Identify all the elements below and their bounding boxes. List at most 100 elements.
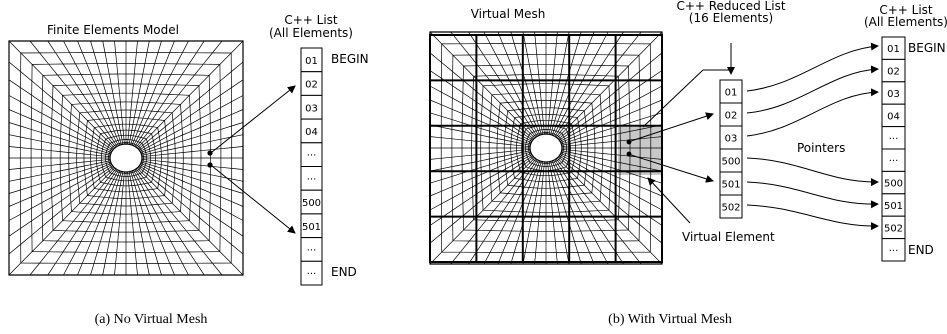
mesh-spoke [551, 31, 595, 136]
mesh-spoke [510, 161, 542, 265]
panel-a: Finite Elements Model C++ List (All Elem… [8, 13, 369, 327]
mesh-spoke [554, 159, 624, 265]
mesh-spoke [141, 159, 244, 170]
mesh-spoke [555, 158, 642, 265]
fe-mesh-a [8, 40, 244, 276]
mesh-spoke [429, 154, 533, 211]
mesh-spoke [141, 160, 244, 182]
mesh-spoke [139, 165, 244, 237]
list-a-end-label: END [331, 265, 357, 279]
mesh-spoke [560, 153, 663, 197]
virtual-mesh-border [429, 34, 663, 263]
mesh-spoke [134, 40, 205, 147]
list-b-cell-label: 02 [887, 67, 900, 78]
mesh-spoke [137, 167, 244, 276]
mesh-spoke [133, 40, 189, 146]
list-b-cell-label: 01 [887, 44, 900, 55]
list-a-cell-label: 500 [302, 198, 321, 209]
mesh-spoke [141, 146, 244, 157]
pointer-arrow-begin [211, 85, 296, 153]
mesh-spoke [557, 31, 663, 139]
mesh-spoke [8, 163, 112, 207]
panel-b-title: Virtual Mesh [471, 7, 546, 21]
mesh-spoke [8, 165, 113, 237]
mesh-spoke [429, 151, 531, 184]
element-dot [207, 162, 213, 168]
reduced-list-cell [719, 194, 743, 219]
mesh-spoke [559, 154, 663, 211]
mesh-spoke [137, 40, 244, 149]
mesh-spoke [130, 171, 162, 276]
mesh-spoke [141, 134, 244, 156]
mesh-spoke [558, 52, 663, 140]
mesh-spoke [550, 161, 582, 265]
list-a-cell-label: 03 [305, 103, 318, 114]
mesh-spoke [548, 161, 570, 265]
caption-a: (a) No Virtual Mesh [95, 312, 208, 327]
mesh-hole [529, 133, 563, 163]
mesh-spoke [128, 171, 150, 276]
mesh-spoke [450, 158, 537, 265]
list-b-cell-label: ··· [889, 246, 899, 257]
mesh-spoke [429, 157, 535, 265]
mesh-spoke [130, 40, 162, 145]
mesh-spoke [8, 160, 111, 182]
mesh-spoke [429, 153, 532, 197]
pointer-arrow-end [211, 165, 296, 234]
mesh-spoke [138, 166, 244, 255]
mesh-spoke [522, 161, 544, 265]
mesh-spoke [77, 40, 121, 146]
element-dot [626, 151, 632, 157]
mesh-spoke [559, 155, 663, 226]
mesh-spoke [548, 31, 570, 135]
mesh-spoke [561, 150, 663, 172]
mesh-spoke [8, 79, 113, 151]
list-b-cell-label: 03 [887, 89, 900, 100]
reduced-list-cell-label: 01 [725, 88, 738, 99]
mesh-spoke [135, 168, 223, 276]
list-a-cell-label: ··· [307, 151, 317, 162]
mesh-spoke [29, 40, 117, 148]
mesh-spoke [558, 156, 663, 244]
mesh-spoke [140, 109, 244, 153]
mesh-spoke [8, 134, 111, 156]
pointer-curve [746, 65, 879, 114]
mesh-spoke [138, 61, 244, 150]
pointer-curve [746, 88, 879, 137]
mesh-spoke [429, 149, 531, 160]
mesh-spoke [547, 161, 558, 265]
list-a-cell-label: 04 [305, 127, 318, 138]
mesh-spoke [534, 31, 545, 135]
reduced-list-title-line1: C++ Reduced List [676, 0, 785, 13]
mesh-spoke [90, 171, 122, 276]
list-a-cell-label: 02 [305, 80, 318, 91]
list-b-cell-label: 502 [884, 223, 903, 234]
pointer-arrow [630, 154, 714, 183]
mesh-spoke [8, 122, 111, 155]
list-a-begin-label: BEGIN [331, 52, 369, 66]
virtual-element-link [642, 69, 704, 128]
list-b-cell-label: ··· [889, 156, 899, 167]
mesh-spoke [139, 164, 244, 221]
list-b-cell-label: 500 [884, 179, 903, 190]
reduced-list-cell-label: 502 [721, 203, 740, 214]
list-a-title-line2: (All Elements) [269, 26, 353, 40]
pointer-arrow [630, 112, 714, 142]
mesh-spoke [134, 169, 205, 276]
mesh-spoke [8, 164, 113, 221]
mesh-spoke [139, 95, 244, 152]
mesh-spoke [141, 161, 244, 194]
mesh-spoke [8, 146, 111, 157]
mesh-spoke [497, 31, 541, 136]
mesh-spoke [429, 31, 535, 139]
list-b-cell-label: ··· [889, 134, 899, 145]
fe-mesh-b [429, 31, 663, 265]
mesh-spoke [559, 70, 663, 141]
mesh-spoke [47, 169, 118, 276]
mesh-spoke [8, 167, 115, 276]
list-a-cell-label: ··· [307, 269, 317, 280]
mesh-spoke [127, 171, 138, 276]
mesh-spoke [429, 155, 533, 226]
